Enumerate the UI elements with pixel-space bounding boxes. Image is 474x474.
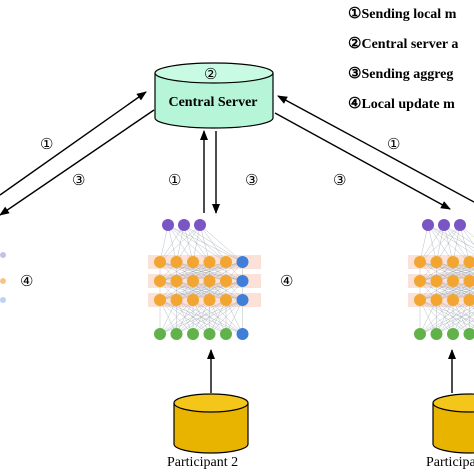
participant-3-database xyxy=(432,393,474,454)
participant-2-database xyxy=(173,393,249,454)
output-node xyxy=(414,328,426,340)
step-marker-right-3: ③ xyxy=(333,173,347,189)
arrows xyxy=(0,91,474,393)
hidden-node xyxy=(447,294,459,306)
arrow-right-down xyxy=(274,112,451,210)
hidden-node xyxy=(414,256,426,268)
output-node xyxy=(236,328,249,340)
output-node xyxy=(430,328,443,340)
input-node xyxy=(438,219,450,231)
input-node xyxy=(454,219,466,231)
neural-network-participant-2 xyxy=(148,219,261,340)
arrow-right-up xyxy=(277,95,474,203)
legend-item-2: ②Central server a xyxy=(348,36,459,52)
step-marker-left-3: ③ xyxy=(72,173,86,189)
hidden-node xyxy=(430,256,443,268)
hidden-node xyxy=(154,294,166,306)
hidden-node xyxy=(220,275,232,287)
participant-2-label: Participant 2 xyxy=(167,455,239,470)
server-step-number: ② xyxy=(204,67,218,83)
hidden-node xyxy=(170,256,183,268)
hidden-node xyxy=(463,256,474,268)
hidden-node xyxy=(236,275,249,287)
output-node xyxy=(170,328,183,340)
hidden-node xyxy=(154,275,166,287)
arrow-left-up xyxy=(0,91,147,196)
arrow-left-down xyxy=(0,109,155,216)
hidden-node xyxy=(203,294,216,306)
hidden-node xyxy=(447,275,459,287)
input-node xyxy=(194,219,206,231)
central-server-label: Central Server xyxy=(168,95,258,110)
output-node xyxy=(463,328,474,340)
neural-network-participant-1-partial xyxy=(0,252,6,303)
hidden-node xyxy=(430,294,443,306)
hidden-node xyxy=(447,256,459,268)
hidden-node xyxy=(187,256,199,268)
hidden-node xyxy=(203,256,216,268)
input-node xyxy=(162,219,174,231)
step-marker-left-4: ④ xyxy=(20,274,34,290)
hidden-node xyxy=(236,256,249,268)
participant-3-label: Participant xyxy=(426,455,474,470)
neural-network-participant-3 xyxy=(408,219,474,340)
hidden-node xyxy=(430,275,443,287)
hidden-node xyxy=(203,275,216,287)
hidden-node xyxy=(170,294,183,306)
central-server-cylinder xyxy=(154,62,274,129)
hidden-node xyxy=(187,275,199,287)
hidden-node xyxy=(236,294,249,306)
legend-item-3: ③Sending aggreg xyxy=(348,66,454,82)
step-marker-center-3: ③ xyxy=(245,173,259,189)
step-marker-left-1: ① xyxy=(40,137,54,153)
hidden-node xyxy=(154,256,166,268)
hidden-node xyxy=(414,294,426,306)
hidden-node xyxy=(463,275,474,287)
step-marker-center-1: ① xyxy=(168,173,182,189)
output-node xyxy=(220,328,232,340)
output-node xyxy=(447,328,459,340)
legend-item-1: ①Sending local m xyxy=(348,6,457,22)
input-node xyxy=(178,219,190,231)
step-marker-center-4: ④ xyxy=(280,274,294,290)
hidden-node xyxy=(463,294,474,306)
hidden-node xyxy=(414,275,426,287)
hidden-node xyxy=(187,294,199,306)
hidden-node xyxy=(220,256,232,268)
output-node xyxy=(187,328,199,340)
hidden-node xyxy=(170,275,183,287)
output-node xyxy=(154,328,166,340)
output-node xyxy=(203,328,216,340)
input-node xyxy=(422,219,434,231)
legend-item-4: ④Local update m xyxy=(348,96,455,112)
step-marker-right-1: ① xyxy=(387,137,401,153)
hidden-node xyxy=(220,294,232,306)
